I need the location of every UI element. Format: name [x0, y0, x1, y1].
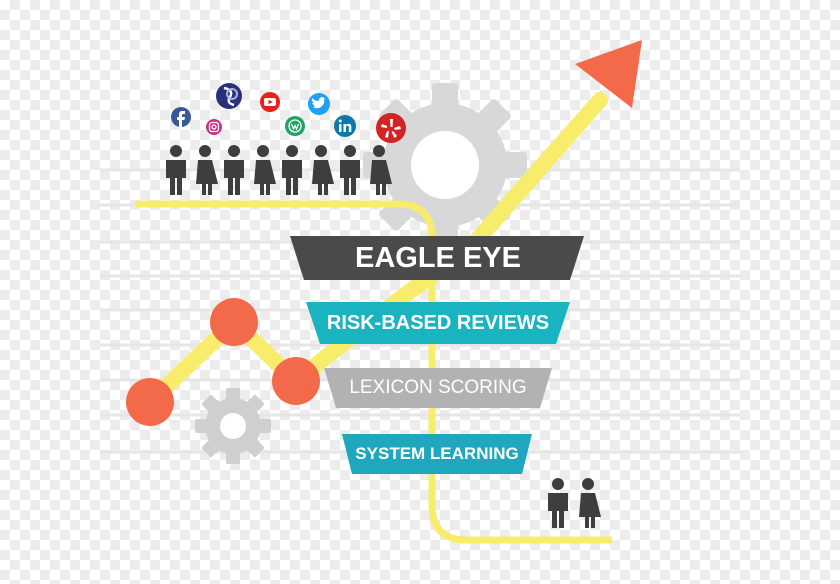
funnel-stage-risk-based-reviews: RISK-BASED REVIEWS [326, 311, 550, 334]
data-points [126, 298, 320, 426]
funnel-stage-1-shape [290, 236, 584, 280]
small-gear-icon [195, 388, 271, 464]
facebook-icon [171, 107, 191, 127]
arrow-head-icon [575, 40, 642, 108]
sprout-icon [216, 83, 242, 109]
people-pair-icon [548, 478, 601, 528]
funnel-stage-eagle-eye: EAGLE EYE [355, 241, 521, 274]
linkedin-icon [334, 115, 356, 137]
people-group-icon [166, 145, 392, 195]
wordpress-icon [285, 116, 305, 136]
funnel-stage-system-learning: SYSTEM LEARNING [355, 444, 519, 463]
twitter-icon [308, 93, 330, 115]
funnel-stage-lexicon-scoring: LEXICON SCORING [349, 377, 527, 398]
funnel-stage-2-shape [306, 302, 570, 344]
yelp-icon [376, 113, 406, 143]
instagram-icon [206, 119, 222, 135]
funnel-stage-3-shape [324, 368, 552, 408]
funnel-stage-4-shape [342, 434, 532, 474]
youtube-icon [260, 92, 280, 112]
